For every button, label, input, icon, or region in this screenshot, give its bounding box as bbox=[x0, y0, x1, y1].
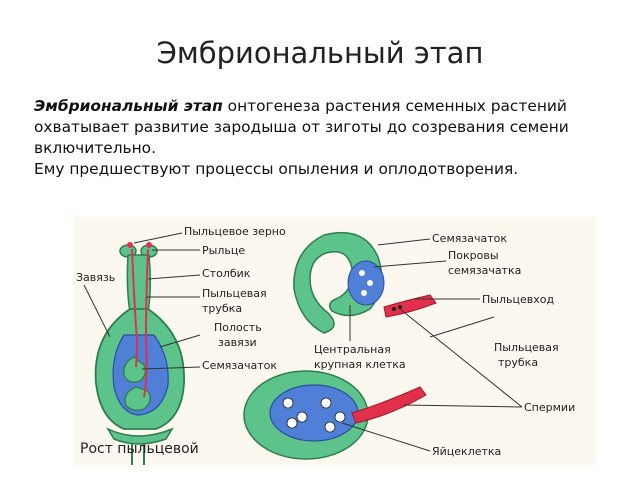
label-sperm: Спермии bbox=[524, 401, 575, 414]
label-style: Столбик bbox=[202, 267, 251, 280]
label-central-cell-1: Центральная bbox=[314, 343, 391, 356]
label-pollen-tube-r2: трубка bbox=[498, 356, 538, 369]
figure-drawing: Пыльцевое зерно Рыльце Завязь Столбик Пы… bbox=[76, 225, 575, 465]
cell-c bbox=[361, 290, 367, 296]
cell-a bbox=[359, 270, 365, 276]
label-ovule-left: Семязачаток bbox=[202, 359, 277, 372]
intro-paragraph: Эмбриональный этап онтогенеза растения с… bbox=[34, 96, 624, 180]
cell-5 bbox=[334, 411, 346, 423]
label-ovule-right: Семязачаток bbox=[432, 232, 507, 245]
pollen-tube-bottom bbox=[351, 386, 427, 424]
label-pollen-tube-2: трубка bbox=[202, 302, 242, 315]
label-pollen-tube-r1: Пыльцевая bbox=[494, 341, 559, 354]
ovule-upper bbox=[123, 356, 146, 383]
pollen-tube-left bbox=[131, 248, 138, 368]
label-egg: Яйцеклетка bbox=[432, 445, 501, 458]
pollen-tube-top bbox=[383, 294, 437, 318]
figure-caption: Рост пыльцевой bbox=[80, 441, 199, 457]
embryo-sac-top bbox=[347, 260, 385, 306]
cell-3 bbox=[286, 417, 298, 429]
sperm-dot-2 bbox=[398, 305, 402, 309]
left-leader-lines bbox=[83, 232, 201, 370]
embryo-sac-bottom bbox=[269, 384, 359, 442]
slide-title: Эмбриональный этап bbox=[156, 36, 484, 70]
sperm-dot-1 bbox=[392, 307, 396, 311]
label-ovary: Завязь bbox=[76, 271, 115, 284]
label-ovary-cavity-2: завязи bbox=[218, 336, 257, 349]
pollen-tube-right bbox=[143, 248, 149, 398]
paragraph-text: онтогенеза растения семенных растений ох… bbox=[34, 97, 569, 157]
paragraph-line-2: Ему предшествуют процессы опыления и опл… bbox=[34, 160, 519, 178]
label-ovary-cavity-1: Полость bbox=[214, 321, 262, 334]
receptacle-shape bbox=[106, 427, 174, 445]
cell-4 bbox=[320, 397, 332, 409]
term-emphasis: Эмбриональный этап bbox=[34, 97, 223, 115]
cell-1 bbox=[282, 397, 294, 409]
label-stigma: Рыльце bbox=[202, 244, 245, 257]
label-integuments-1: Покровы bbox=[448, 249, 499, 262]
label-pollen-tube-1: Пыльцевая bbox=[202, 287, 267, 300]
label-integuments-2: семязачатка bbox=[448, 264, 521, 277]
ovule-top-illustration bbox=[293, 231, 437, 334]
pistil-illustration bbox=[94, 242, 185, 465]
pollen-grain-right bbox=[146, 242, 152, 248]
label-micropyle: Пыльцевход bbox=[482, 293, 554, 306]
fertilization-closeup bbox=[243, 370, 427, 460]
cell-6 bbox=[324, 421, 336, 433]
cell-2 bbox=[296, 411, 308, 423]
right-leader-lines bbox=[341, 238, 523, 452]
label-pollen-grain: Пыльцевое зерно bbox=[184, 225, 286, 238]
cell-b bbox=[367, 280, 373, 286]
fertilization-figure: Пыльцевое зерно Рыльце Завязь Столбик Пы… bbox=[74, 217, 596, 465]
stem-lines bbox=[131, 443, 145, 465]
label-central-cell-2: крупная клетка bbox=[314, 358, 406, 371]
pollen-grain-left bbox=[127, 242, 133, 248]
